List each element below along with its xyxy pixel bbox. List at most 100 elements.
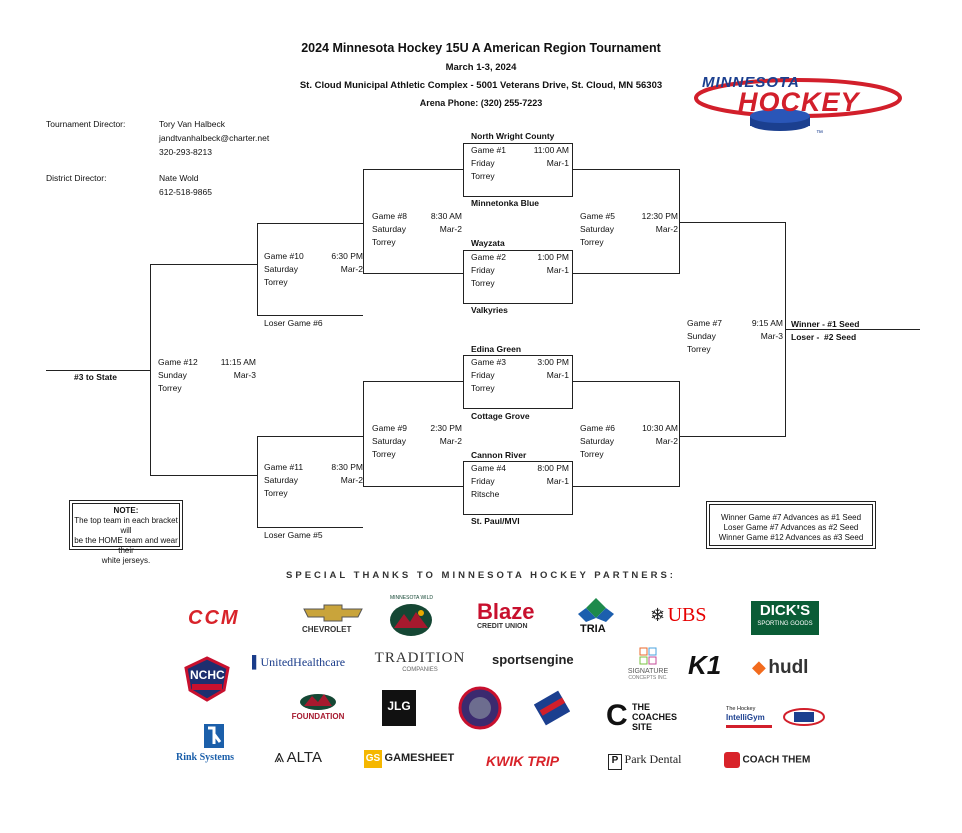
game-date: Mar-2	[655, 436, 678, 446]
game-2-box[interactable]	[463, 250, 573, 304]
game-time: 10:30 AM	[642, 423, 678, 433]
game-name: Game #12	[158, 357, 198, 367]
game-rink: Torrey	[158, 383, 182, 393]
minnesota-wild-logo: MINNESOTA WILD	[388, 595, 434, 638]
park-dental-icon: P	[608, 754, 622, 770]
game-name: Game #11	[264, 462, 304, 472]
game-day: Friday	[471, 370, 495, 380]
game-1-box[interactable]	[463, 143, 573, 197]
game-day: Friday	[471, 476, 495, 486]
coaches-line2: COACHES	[632, 712, 678, 722]
chevrolet-bowtie-icon	[303, 604, 363, 622]
game-date: Mar-1	[546, 476, 569, 486]
bracket-line	[679, 436, 786, 437]
game-time: 6:30 PM	[331, 251, 363, 261]
bracket-line	[363, 381, 463, 382]
bracket-line	[257, 223, 258, 316]
bracket-line	[257, 223, 364, 224]
hudl-icon: ◆	[752, 657, 766, 677]
signature-sub: CONCEPTS INC.	[628, 675, 668, 681]
park-dental-text: Park Dental	[624, 752, 682, 766]
game-rink: Torrey	[580, 237, 604, 247]
district-director-name: Nate Wold	[159, 173, 199, 183]
tria-logo: TRIA	[578, 598, 622, 638]
alta-logo: ⩓ ALTA	[274, 746, 336, 772]
arena-phone: Arena Phone: (320) 255-7223	[419, 98, 543, 108]
game-7-info: Game #7 9:15 AM Sunday Mar-3 Torrey	[687, 317, 783, 356]
jlg-logo: JLG	[382, 690, 416, 726]
game-date: Mar-3	[760, 331, 783, 341]
game-rink: Torrey	[471, 171, 495, 181]
unitedhealthcare-logo: ▌UnitedHealthcare	[252, 655, 345, 670]
game-4-box[interactable]	[463, 461, 573, 515]
bracket-line	[363, 273, 463, 274]
tradition-text: TRADITION	[374, 650, 466, 666]
wild-text: MINNESOTA WILD	[390, 595, 433, 601]
note-title: NOTE:	[113, 506, 139, 515]
minnesota-hockey-tv-logo	[533, 688, 571, 730]
game-rink: Torrey	[580, 449, 604, 459]
bracket-line	[572, 381, 680, 382]
game-time: 3:00 PM	[537, 357, 569, 367]
game-day: Sunday	[687, 331, 716, 341]
loser-seed-label: Loser - #2 Seed	[791, 332, 857, 342]
game-rink: Torrey	[687, 344, 711, 354]
game-time: 9:15 AM	[751, 318, 783, 328]
coach-them-logo: COACH THEM	[724, 752, 824, 774]
signature-squares-icon	[639, 647, 657, 665]
game-name: Game #5	[580, 211, 615, 221]
nchc-logo: NCHC	[184, 656, 230, 702]
game-name: Game #4	[471, 463, 506, 473]
game-time: 12:30 PM	[641, 211, 678, 221]
alta-icon: ⩓	[274, 746, 285, 766]
wild-foundation-logo: FOUNDATION	[286, 690, 350, 726]
wild-foundation-icon	[300, 694, 336, 710]
bracket-line	[363, 486, 463, 487]
coach-them-icon	[724, 752, 740, 768]
bracket-line	[679, 222, 786, 223]
round-crest-logo	[458, 686, 502, 730]
advance-line: Winner Game #12 Advances as #3 Seed	[718, 533, 864, 542]
tournament-director-email[interactable]: jandtvanhalbeck@charter.net	[159, 133, 270, 143]
bracket-line	[363, 169, 463, 170]
minnesota-hockey-logo: MINNESOTA HOCKEY ™	[688, 72, 908, 144]
team-st-paul-mvi: St. Paul/MVI	[471, 516, 520, 526]
game-date: Mar-2	[655, 224, 678, 234]
bracket-line	[257, 436, 364, 437]
game-day: Saturday	[372, 224, 407, 234]
note-line: The top team in each bracket will	[74, 516, 178, 535]
tradition-logo: TRADITION COMPANIES	[370, 650, 470, 678]
game-name: Game #7	[687, 318, 722, 328]
game-name: Game #10	[264, 251, 304, 261]
game-3-box[interactable]	[463, 355, 573, 409]
team-cottage-grove: Cottage Grove	[471, 411, 530, 421]
game-date: Mar-1	[546, 158, 569, 168]
game-date: Mar-1	[546, 370, 569, 380]
tournament-director-label: Tournament Director:	[46, 119, 126, 129]
rink-systems-text: Rink Systems	[176, 752, 235, 763]
note-line: be the HOME team and wear their	[74, 536, 178, 555]
tournament-dates: March 1-3, 2024	[445, 62, 517, 73]
tournament-director-phone: 320-293-8213	[159, 147, 212, 157]
game-date: Mar-2	[340, 475, 363, 485]
dicks-logo: DICK'S SPORTING GOODS	[751, 601, 819, 635]
bracket-line	[679, 381, 680, 487]
game-rink: Torrey	[372, 449, 396, 459]
intelligym-line2: IntelliGym	[726, 713, 765, 722]
venue-address: St. Cloud Municipal Athletic Complex - 5…	[299, 80, 663, 91]
game-time: 2:30 PM	[430, 423, 462, 433]
bracket-line	[572, 169, 680, 170]
game-time: 11:00 AM	[533, 145, 569, 155]
ubs-logo: ❄ UBS	[650, 604, 726, 632]
bracket-line	[572, 486, 680, 487]
game-time: 1:00 PM	[537, 252, 569, 262]
game-rink: Torrey	[471, 383, 495, 393]
page-title: 2024 Minnesota Hockey 15U A American Reg…	[301, 41, 661, 55]
blaze-sub: CREDIT UNION	[477, 623, 528, 630]
coach-them-text: COACH THEM	[742, 754, 811, 766]
hudl-text: hudl	[768, 657, 809, 678]
